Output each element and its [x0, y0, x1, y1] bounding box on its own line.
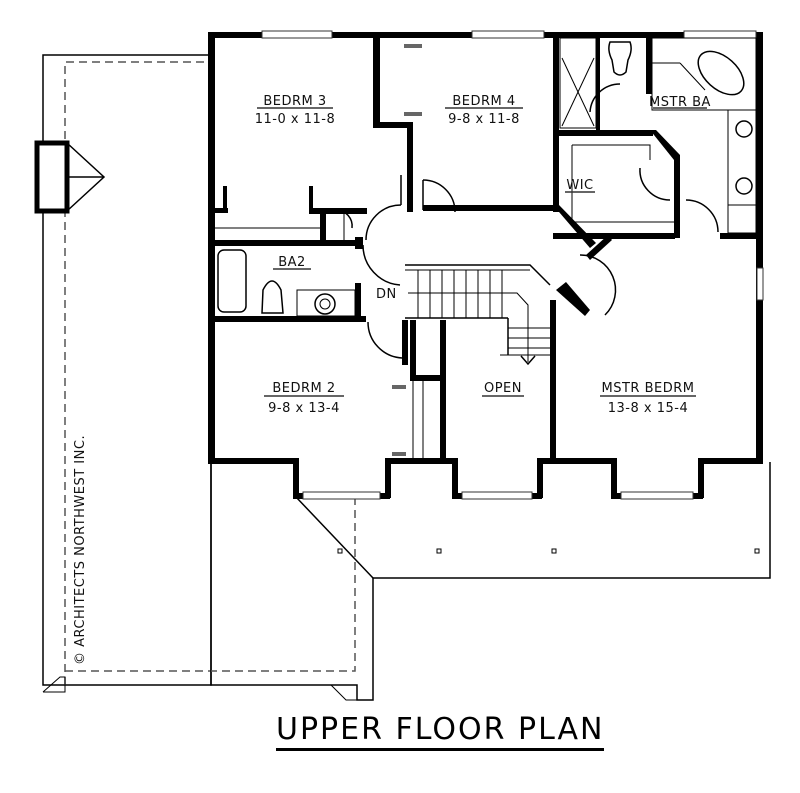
windows	[261, 30, 764, 500]
svg-text:9-8 x 11-8: 9-8 x 11-8	[448, 112, 520, 127]
sink-icon	[735, 120, 753, 138]
interior-walls	[208, 32, 760, 462]
svg-text:BEDRM 4: BEDRM 4	[452, 94, 515, 109]
svg-text:MSTR BA: MSTR BA	[649, 95, 711, 110]
porch-roof	[210, 462, 771, 701]
fixtures	[217, 37, 757, 456]
svg-text:BEDRM 2: BEDRM 2	[272, 381, 335, 396]
room-label-mstr-bedrm: MSTR BEDRM 13-8 x 15-4	[600, 381, 696, 416]
roof-vent-icon	[34, 140, 70, 214]
svg-text:OPEN: OPEN	[484, 381, 522, 396]
room-label-bedrm4: BEDRM 4 9-8 x 11-8	[445, 94, 523, 127]
svg-text:13-8 x 15-4: 13-8 x 15-4	[608, 401, 688, 416]
toilet-icon	[608, 41, 632, 76]
room-label-mstr-ba: MSTR BA	[649, 95, 711, 110]
garage-roof	[34, 54, 212, 693]
svg-text:BEDRM 3: BEDRM 3	[263, 94, 326, 109]
stair-down-label: DN	[376, 287, 397, 302]
svg-text:9-8 x 13-4: 9-8 x 13-4	[268, 401, 340, 416]
svg-text:BA2: BA2	[278, 255, 306, 270]
svg-text:MSTR BEDRM: MSTR BEDRM	[602, 381, 695, 396]
bathtub-icon	[697, 50, 745, 96]
room-label-bedrm3: BEDRM 3 11-0 x 11-8	[255, 94, 335, 127]
sink-icon	[735, 177, 753, 195]
sink-icon	[314, 293, 336, 315]
copyright-text: © ARCHITECTS NORTHWEST INC.	[73, 435, 88, 665]
room-label-ba2: BA2	[273, 255, 311, 270]
room-label-open: OPEN	[482, 381, 524, 397]
toilet-icon	[261, 280, 284, 314]
doors	[335, 83, 719, 359]
room-label-wic: WIC	[565, 178, 595, 193]
staircase	[405, 264, 551, 366]
room-label-bedrm2: BEDRM 2 9-8 x 13-4	[264, 381, 344, 416]
svg-text:WIC: WIC	[566, 178, 593, 193]
svg-text:11-0 x 11-8: 11-0 x 11-8	[255, 112, 335, 127]
bathtub-icon	[217, 249, 247, 313]
drawing-title: UPPER FLOOR PLAN	[276, 714, 605, 751]
tub-deck	[651, 37, 757, 111]
